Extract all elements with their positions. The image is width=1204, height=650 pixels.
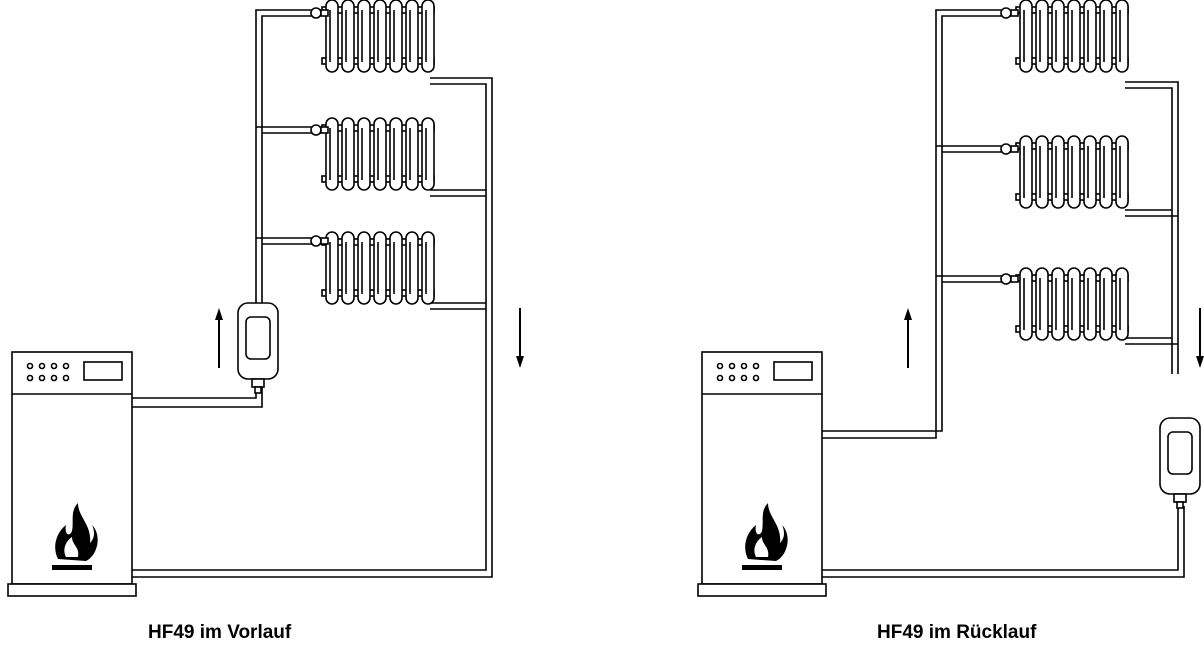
thermostatic-valve-icon xyxy=(310,235,329,247)
flow-arrow-icon xyxy=(214,307,224,369)
flow-arrow-icon xyxy=(903,307,913,369)
caption-return: HF49 im Rücklauf xyxy=(877,622,1037,643)
thermostatic-valve-icon xyxy=(310,7,329,19)
caption-supply: HF49 im Vorlauf xyxy=(148,622,292,643)
radiator-icon xyxy=(321,0,435,73)
thermostatic-valve-icon xyxy=(1000,143,1019,155)
return-pipe xyxy=(132,77,493,578)
heat-meter-icon xyxy=(237,302,279,394)
heat-meter-icon xyxy=(1159,417,1201,509)
thermostatic-valve-icon xyxy=(1000,7,1019,19)
diagram-return xyxy=(697,0,1204,597)
thermostatic-valve-icon xyxy=(1000,273,1019,285)
radiator-icon xyxy=(1015,267,1129,341)
thermostatic-valve-icon xyxy=(310,124,329,136)
supply-pipe xyxy=(132,9,312,408)
flow-arrow-icon xyxy=(1195,307,1204,369)
radiator-icon xyxy=(1015,0,1129,73)
radiator-icon xyxy=(321,117,435,191)
return-pipe xyxy=(822,81,1185,578)
radiator-icon xyxy=(321,231,435,305)
diagram-supply xyxy=(7,0,525,597)
flow-arrow-icon xyxy=(515,307,525,369)
supply-pipe xyxy=(822,9,1006,439)
radiator-icon xyxy=(1015,135,1129,209)
